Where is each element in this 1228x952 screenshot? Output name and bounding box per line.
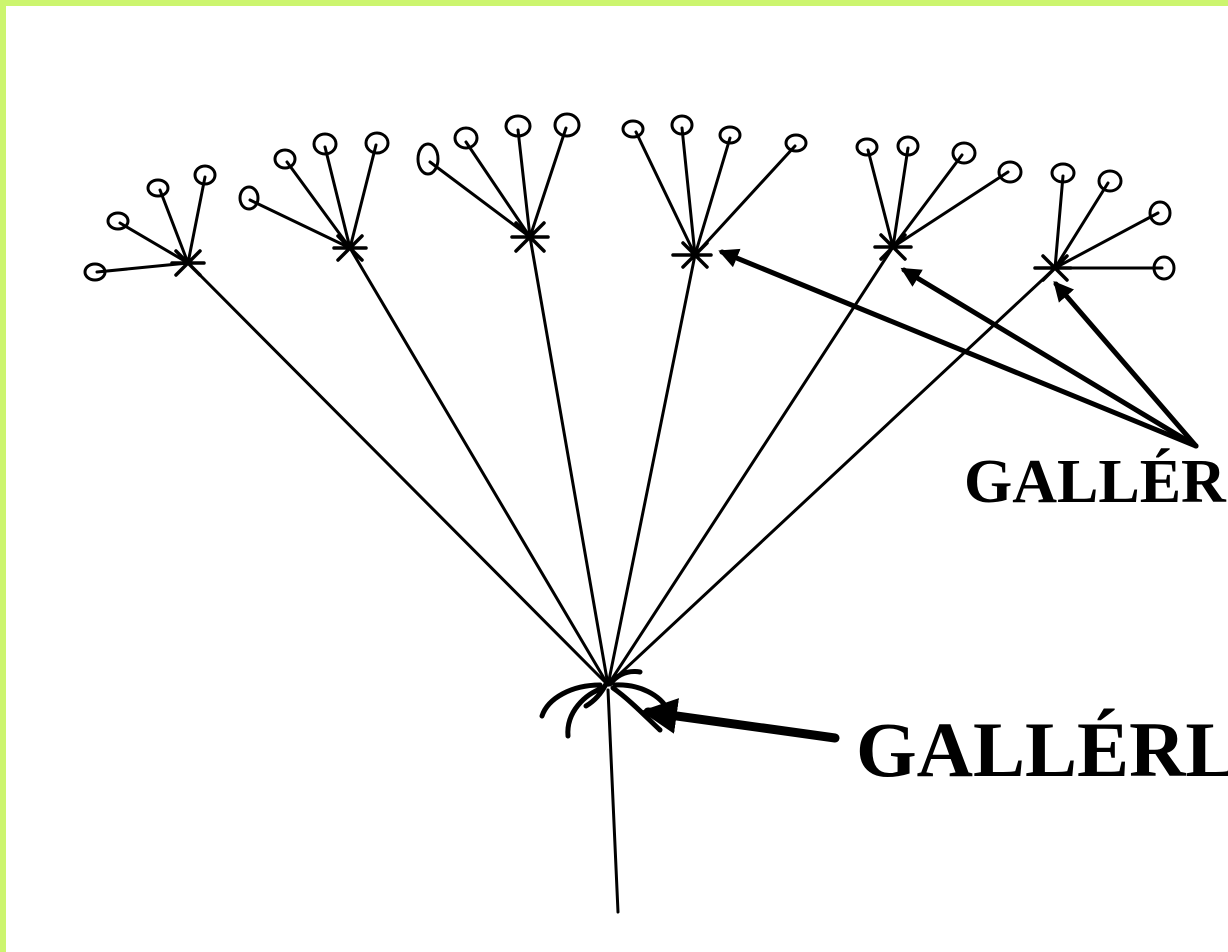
umbellet [240, 133, 388, 260]
main-stem [608, 690, 618, 912]
umbellet [418, 114, 579, 251]
primary-rays [188, 237, 1055, 685]
diagram-frame: GALLÉR GALLÉRLE [6, 6, 1228, 952]
primary-ray [608, 247, 893, 685]
pointer-arrow [904, 270, 1196, 446]
umbellet [857, 137, 1021, 259]
label-secondary-involucre: GALLÉR [964, 442, 1226, 522]
umbellet [85, 166, 215, 280]
umbellet [623, 116, 806, 267]
pointer-arrows-upper [722, 252, 1196, 446]
pointer-arrow-lower [648, 712, 835, 738]
pointer-arrow [722, 252, 1196, 446]
pointer-arrow [1056, 284, 1196, 446]
label-primary-involucre: GALLÉRLE [856, 700, 1228, 800]
umbellet [1035, 164, 1174, 280]
